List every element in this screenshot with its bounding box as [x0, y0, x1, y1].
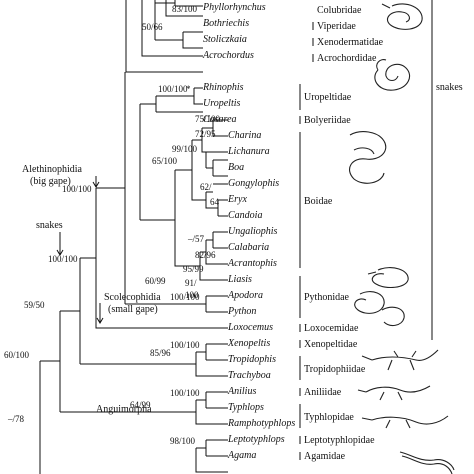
support-value: 100/100 — [170, 292, 200, 302]
support-value: 83/100 — [172, 4, 198, 14]
family-label: Xenodermatidae — [317, 37, 384, 48]
clade-label: snakes — [36, 220, 63, 231]
taxon-label: Ramphotyphlops — [227, 418, 295, 429]
support-value: 100/100 — [62, 184, 92, 194]
taxon-label: Python — [227, 306, 256, 317]
coiled-snake-illustration — [374, 59, 411, 91]
support-value: 50/66 — [142, 22, 163, 32]
support-value: 100 — [185, 290, 199, 300]
taxon-label: Boa — [228, 162, 244, 173]
family-label: Colubridae — [317, 5, 362, 16]
taxon-label: Typhlops — [228, 402, 264, 413]
taxon-label: Acrantophis — [227, 258, 277, 269]
family-label: Leptotyphlopidae — [304, 435, 375, 446]
taxon-label: Xenopeltis — [227, 338, 270, 349]
clade-label: (big gape) — [30, 176, 71, 187]
support-value: 72/95 — [195, 129, 216, 139]
support-value: –/78 — [7, 414, 25, 424]
family-label: Tropidophiidae — [304, 364, 366, 375]
coiled-snake-illustration — [354, 291, 385, 314]
taxon-label: Candoia — [228, 210, 262, 221]
lizard-illustration — [361, 349, 439, 371]
taxon-label: Liasis — [227, 274, 252, 285]
family-label: Uropeltidae — [304, 92, 352, 103]
taxon-label: Charina — [228, 130, 261, 141]
family-label: Bolyeriidae — [304, 115, 351, 126]
support-value: 60/100 — [4, 350, 30, 360]
taxon-label: Calabaria — [228, 242, 269, 253]
taxon-label: Rhinophis — [202, 82, 244, 93]
taxon-label: Loxocemus — [227, 322, 273, 333]
taxon-label: Casarea — [203, 114, 237, 125]
lizard-illustration — [361, 415, 449, 429]
support-value: 100/100 — [170, 340, 200, 350]
support-value: 62/ — [200, 182, 212, 192]
support-value: 99/100 — [172, 144, 198, 154]
support-value: 75/100 — [195, 114, 221, 124]
clade-label: Alethinophidia — [22, 164, 83, 175]
coiled-snake-illustration — [349, 131, 387, 184]
family-label: Loxocemidae — [304, 323, 359, 334]
support-value: 64 — [210, 197, 220, 207]
worm-lizard-illustration — [399, 451, 455, 474]
taxon-label: Phyllorhynchus — [202, 2, 266, 13]
clade-arrow — [96, 303, 104, 324]
support-value: 60/99 — [145, 276, 166, 286]
family-label: Viperidae — [317, 21, 356, 32]
family-label: Aniliidae — [304, 387, 342, 398]
coiled-snake-illustration — [381, 3, 423, 30]
taxon-label: Acrochordus — [202, 50, 254, 61]
support-value: 65/100 — [152, 156, 178, 166]
taxon-label: Agama — [227, 450, 256, 461]
taxon-label: Apodora — [227, 290, 263, 301]
taxon-label: Lichanura — [227, 146, 270, 157]
clade-labels: Alethinophidia (big gape) snakes Scoleco… — [22, 164, 161, 415]
family-label: Boidae — [304, 196, 333, 207]
taxon-label: Anilius — [227, 386, 256, 397]
family-label: Xenopeltidae — [304, 339, 358, 350]
illustrations — [349, 3, 455, 474]
support-value: 95/99 — [183, 264, 204, 274]
taxon-label: Uropeltis — [203, 98, 241, 109]
clade-arrow — [56, 232, 64, 256]
support-value: 91/ — [185, 278, 197, 288]
family-label: Agamidae — [304, 451, 346, 462]
taxon-label: Tropidophis — [228, 354, 276, 365]
snakes-bracket-label: snakes — [436, 82, 463, 93]
taxon-label: Trachyboa — [228, 370, 271, 381]
tree-branches — [39, 0, 228, 474]
support-value: 98/100 — [170, 436, 196, 446]
coiled-snake-illustration — [367, 267, 409, 289]
snakes-bracket: snakes — [431, 0, 463, 340]
taxon-labels: Phyllorhynchus Bothriechis Stoliczkaia A… — [202, 2, 295, 461]
clade-arrow — [92, 176, 100, 188]
coiled-snake-illustration — [381, 306, 405, 327]
support-value: * — [186, 84, 191, 94]
support-value: 100/100 — [158, 84, 188, 94]
support-value: 85/96 — [150, 348, 171, 358]
clade-label: Anguimorpha — [96, 404, 152, 415]
taxon-label: Gongylophis — [228, 178, 279, 189]
support-value: –/57 — [187, 234, 205, 244]
family-label: Pythonidae — [304, 292, 350, 303]
family-label: Typhlopidae — [304, 412, 354, 423]
family-label: Acrochordidae — [317, 53, 377, 64]
taxon-label: Leptotyphlops — [227, 434, 285, 445]
clade-label: (small gape) — [108, 304, 158, 315]
taxon-label: Bothriechis — [203, 18, 249, 29]
support-value: 59/50 — [24, 300, 45, 310]
taxon-label: Eryx — [227, 194, 247, 205]
clade-label: Scolecophidia — [104, 292, 161, 303]
taxon-label: Stoliczkaia — [203, 34, 247, 45]
lizard-illustration — [357, 385, 431, 401]
support-value: 100/100 — [170, 388, 200, 398]
support-value: 64/99 — [130, 400, 151, 410]
family-labels: Viperidae Xenodermatidae Acrochordidae U… — [299, 5, 384, 462]
support-value: 82/96 — [195, 250, 216, 260]
support-value: 100/100 — [48, 254, 78, 264]
support-values: 83/100 50/66 100/100 * 75/100 72/95 99/1… — [4, 4, 221, 446]
taxon-label: Ungaliophis — [228, 226, 278, 237]
